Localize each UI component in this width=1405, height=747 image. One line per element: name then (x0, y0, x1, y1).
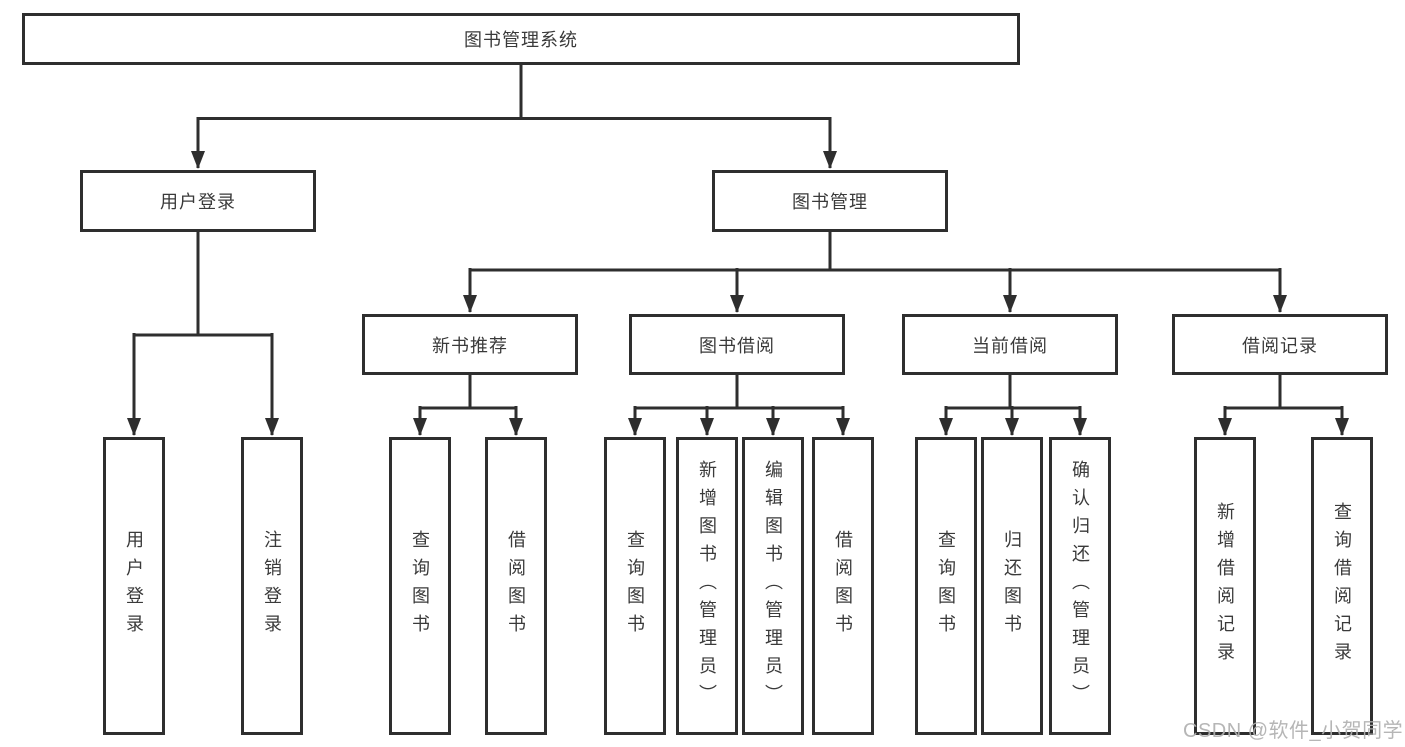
leaf-label: 借阅图书 (833, 530, 853, 642)
node-label: 图书借阅 (699, 335, 775, 356)
node-book-borrowing: 图书借阅 (629, 314, 845, 375)
leaf-label: 查询图书 (936, 530, 956, 642)
leaf-add-borrow-record: 新增借阅记录 (1194, 437, 1256, 735)
leaf-return-books: 归还图书 (981, 437, 1043, 735)
node-borrowing-records: 借阅记录 (1172, 314, 1388, 375)
node-label: 当前借阅 (972, 335, 1048, 356)
leaf-add-book-admin: 新增图书（管理员） (676, 437, 738, 735)
node-user-login: 用户登录 (80, 170, 316, 232)
leaf-confirm-return-admin: 确认归还（管理员） (1049, 437, 1111, 735)
node-label: 图书管理 (792, 192, 868, 212)
leaf-label: 确认归还（管理员） (1070, 460, 1090, 712)
node-label: 借阅记录 (1242, 335, 1318, 356)
node-label: 用户登录 (160, 192, 236, 212)
csdn-watermark: CSDN @软件_小贺同学 (1183, 720, 1404, 742)
leaf-label: 新增图书（管理员） (697, 460, 717, 712)
node-label: 图书管理系统 (464, 30, 578, 50)
leaf-label: 用户登录 (124, 530, 144, 642)
leaf-logout: 注销登录 (241, 437, 303, 735)
node-book-management: 图书管理 (712, 170, 948, 232)
leaf-label: 查询借阅记录 (1332, 502, 1352, 670)
leaf-label: 借阅图书 (506, 530, 526, 642)
leaf-query-books-borrowing: 查询图书 (604, 437, 666, 735)
node-label: 新书推荐 (432, 335, 508, 356)
leaf-query-books-recommendation: 查询图书 (389, 437, 451, 735)
leaf-label: 查询图书 (625, 530, 645, 642)
leaf-label: 注销登录 (262, 530, 282, 642)
leaf-edit-book-admin: 编辑图书（管理员） (742, 437, 804, 735)
leaf-borrow-books-recommendation: 借阅图书 (485, 437, 547, 735)
leaf-label: 新增借阅记录 (1215, 502, 1235, 670)
leaf-query-borrow-record: 查询借阅记录 (1311, 437, 1373, 735)
leaf-query-books-current: 查询图书 (915, 437, 977, 735)
node-library-management-system: 图书管理系统 (22, 13, 1020, 65)
leaf-label: 归还图书 (1002, 530, 1022, 642)
node-new-book-recommendation: 新书推荐 (362, 314, 578, 375)
leaf-label: 查询图书 (410, 530, 430, 642)
leaf-borrow-books-borrowing: 借阅图书 (812, 437, 874, 735)
node-current-borrowing: 当前借阅 (902, 314, 1118, 375)
leaf-label: 编辑图书（管理员） (763, 460, 783, 712)
leaf-user-login: 用户登录 (103, 437, 165, 735)
